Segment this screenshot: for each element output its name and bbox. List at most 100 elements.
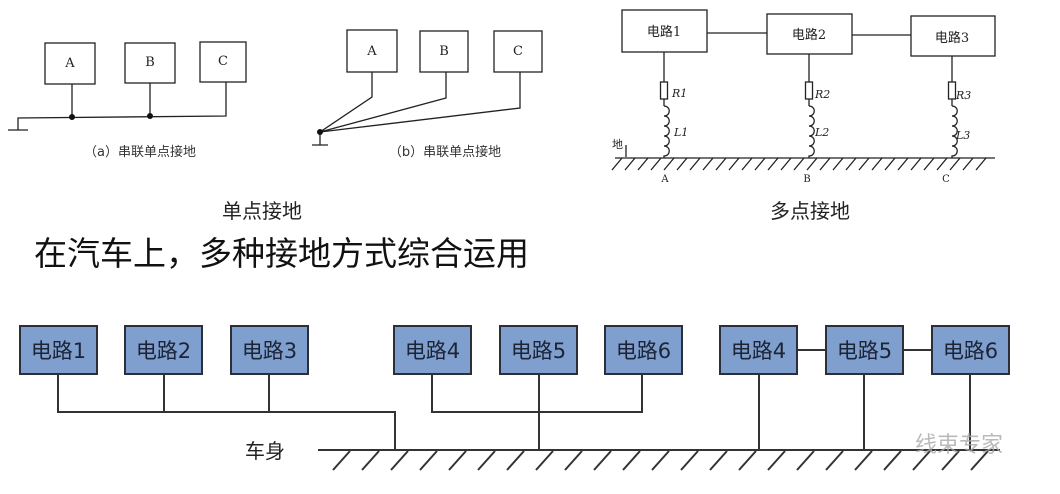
ground-hatch (936, 157, 948, 171)
ground-hatch (871, 157, 883, 171)
ground-hatch (897, 157, 909, 171)
series-single-point-b: A B C （b）串联单点接地 (312, 29, 543, 160)
circuit-label: 电路2 (136, 339, 191, 363)
ground-hatch (754, 157, 766, 171)
ground-hatch (741, 157, 753, 171)
group3-circuit-box: 电路6 (931, 325, 1010, 375)
circuit-box (825, 325, 904, 375)
ground-hatch (806, 157, 818, 171)
wires (8, 82, 227, 131)
ground-hatch (923, 157, 935, 171)
ground-hatch (941, 450, 960, 471)
ground-hatch (883, 450, 902, 471)
circuit-1-label: 电路1 (647, 24, 681, 40)
circuit-box (124, 325, 203, 375)
ground-hatch (832, 157, 844, 171)
circuit-box (499, 325, 578, 375)
group2-circuit-box: 电路5 (499, 325, 578, 375)
ground-hatch (477, 450, 496, 471)
junction-dot (317, 129, 323, 135)
ground-hatch (975, 157, 987, 171)
ground-hatch (702, 157, 714, 171)
ground-hatch (845, 157, 857, 171)
ground-hatch (796, 450, 815, 471)
caption-a: （a）串联单点接地 (84, 144, 196, 160)
ground-label: 地 (612, 138, 623, 151)
resistor-icon (659, 81, 669, 100)
ground-hatch (650, 157, 662, 171)
point-c-label: C (942, 174, 950, 185)
resistor-icon (804, 81, 814, 100)
ground-line (615, 145, 995, 159)
ground-hatch (506, 450, 525, 471)
box-a (346, 29, 398, 73)
heading: 在汽车上，多种接地方式综合运用 (34, 234, 529, 273)
r1-label: R1 (671, 87, 687, 100)
circuit-box (931, 325, 1010, 375)
ground-hatch (651, 450, 670, 471)
resistor-icon (947, 81, 957, 100)
caption-b: （b）串联单点接地 (389, 144, 501, 160)
ground-hatch (564, 450, 583, 471)
inductor-icon (951, 105, 958, 158)
ground-hatch (676, 157, 688, 171)
point-a-label: A (660, 174, 669, 185)
circuit-label: 电路6 (943, 339, 998, 363)
circuit-box (230, 325, 309, 375)
ground-hatch (715, 157, 727, 171)
ground-hatch (332, 450, 351, 471)
single-point-title: 单点接地 (222, 199, 302, 223)
ground-hatch (767, 450, 786, 471)
group1-circuit-box: 电路3 (230, 325, 309, 375)
circuit-2-label: 电路2 (792, 27, 826, 43)
ground-hatch (390, 450, 409, 471)
circuit-label: 电路5 (837, 339, 892, 363)
r2-label: R2 (814, 88, 830, 101)
box-c-label: C (218, 54, 228, 69)
ground-hatch (689, 157, 701, 171)
circuit-3-box (910, 15, 996, 57)
ground-hatch (793, 157, 805, 171)
wires (57, 349, 1000, 451)
junction-dot (147, 113, 153, 119)
ground-hatch (884, 157, 896, 171)
series-single-point-a: A B C （a）串联单点接地 (8, 41, 247, 160)
box-b-label: B (145, 55, 155, 70)
ground-hatch (448, 450, 467, 471)
ground-hatch (709, 450, 728, 471)
circuit-box (719, 325, 798, 375)
group3-circuit-box: 电路4 (719, 325, 798, 375)
box-c (199, 41, 247, 83)
ground-hatch (970, 450, 989, 471)
box-a-label: A (366, 44, 377, 59)
ground-hatch (361, 450, 380, 471)
ground-hatch (419, 450, 438, 471)
ground-hatch (611, 157, 623, 171)
circuit-label: 电路3 (242, 339, 297, 363)
circuit-label: 电路4 (731, 339, 786, 363)
inductor-icon (808, 105, 815, 158)
group2-circuit-box: 电路4 (393, 325, 472, 375)
box-b (124, 42, 176, 84)
circuit-box (19, 325, 98, 375)
ground-hatch-group (332, 450, 989, 471)
body-label: 车身 (245, 439, 285, 463)
box-c-label: C (513, 44, 523, 59)
interconnect (707, 32, 911, 36)
ground-hatch (912, 450, 931, 471)
circuit-box (393, 325, 472, 375)
ground-hatch (780, 157, 792, 171)
l2-label: L2 (814, 126, 829, 139)
wires (312, 72, 521, 146)
ground-hatch-group (611, 157, 987, 171)
point-b-label: B (803, 174, 810, 185)
ground-hatch (728, 157, 740, 171)
multi-point-diagram: 电路1 电路2 电路3 R1 R2 R3 L1 L2 L3 地 A B C (611, 9, 996, 185)
group1-circuit-box: 电路2 (124, 325, 203, 375)
circuit-label: 电路6 (616, 339, 671, 363)
ground-hatch (962, 157, 974, 171)
circuit-2-box (766, 13, 853, 55)
l1-label: L1 (673, 126, 688, 139)
